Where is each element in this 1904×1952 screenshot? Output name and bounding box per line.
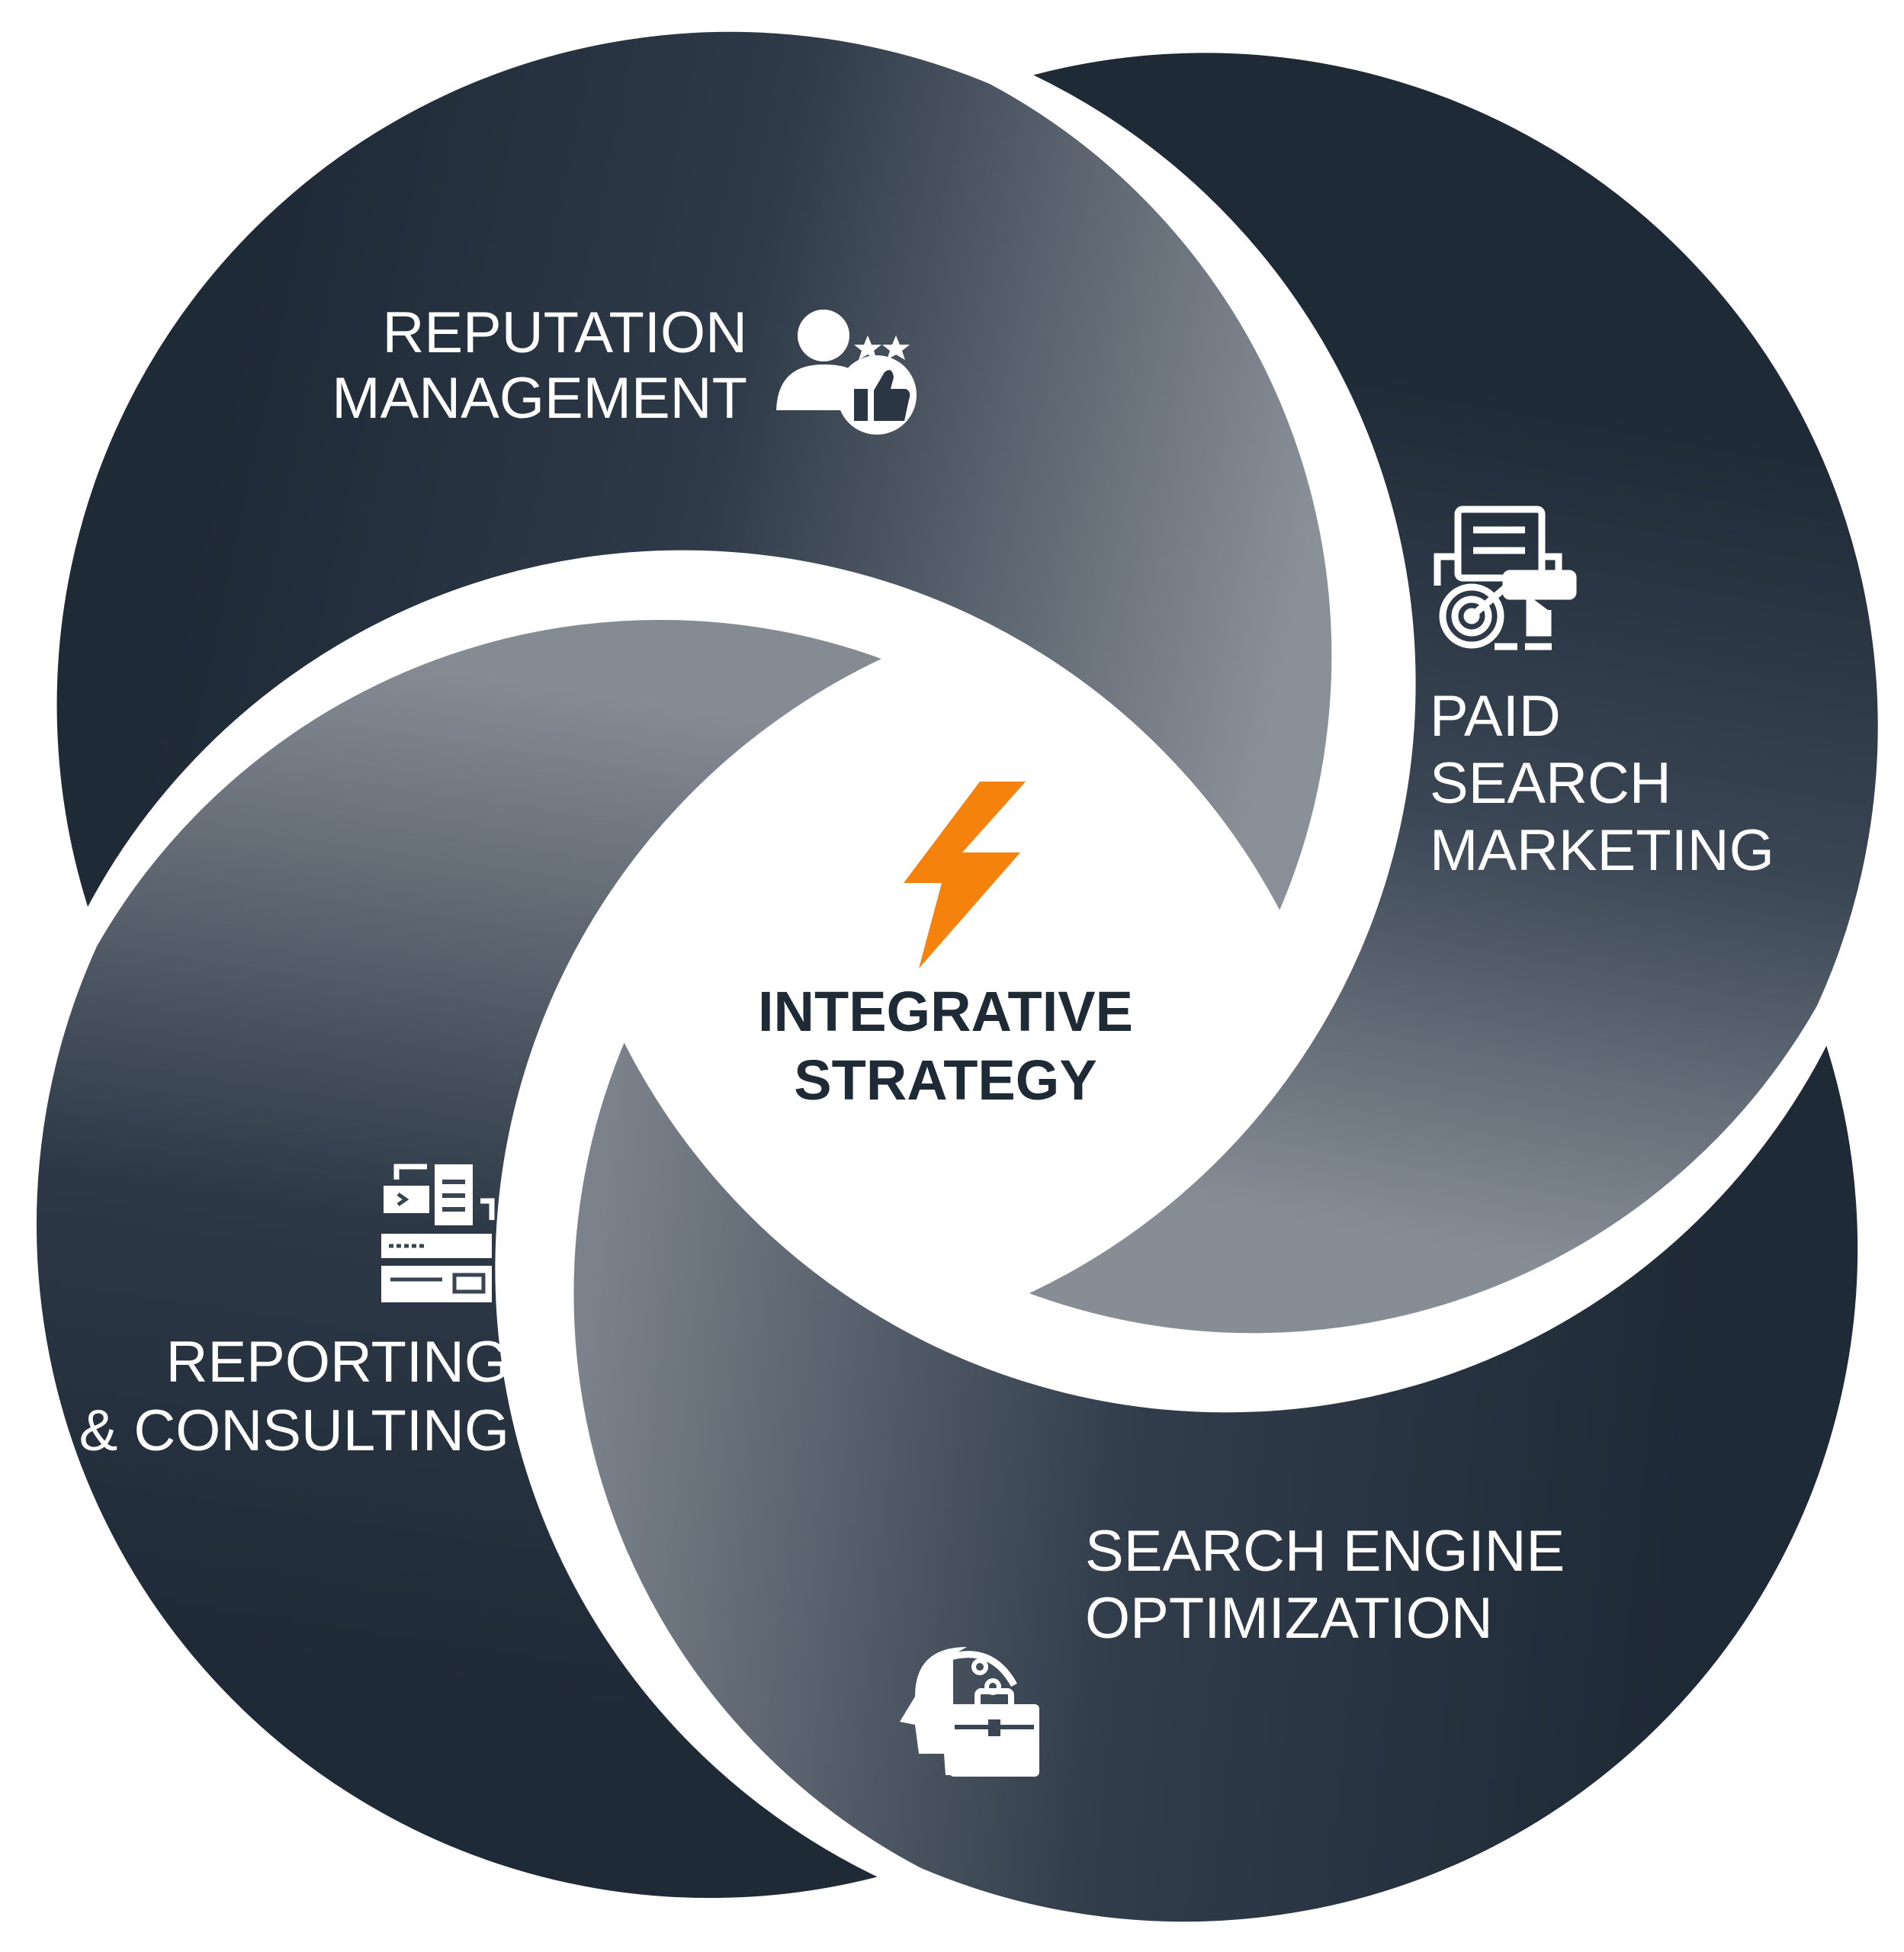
reputation-block: REPUTATION MANAGEMENT <box>332 300 917 435</box>
paid-search-label-line2: SEARCH <box>1430 751 1671 816</box>
segment-reputation <box>31 5 1358 953</box>
seo-block: SEARCH ENGINE OPTIMIZATION <box>900 1519 1565 1777</box>
lightning-bolt-icon <box>904 782 1026 968</box>
center-title-line1: INTEGRATIVE <box>758 980 1133 1043</box>
paid-search-label-line3: MARKETING <box>1430 818 1774 883</box>
target-click-ad-icon <box>1434 506 1577 650</box>
reporting-label-line1: REPORTING <box>166 1330 509 1395</box>
paid-search-label-line1: PAID <box>1430 684 1561 749</box>
reporting-label-line2: & CONSULTING <box>79 1398 509 1463</box>
center-title-line2: STRATEGY <box>794 1048 1096 1112</box>
ai-head-briefcase-icon <box>900 1647 1039 1777</box>
center-hub: INTEGRATIVE STRATEGY <box>758 782 1133 1112</box>
seo-label-line2: OPTIMIZATION <box>1085 1586 1493 1651</box>
reputation-label-line1: REPUTATION <box>382 300 747 365</box>
segment-paid-search <box>983 27 1904 1360</box>
segment-reporting <box>11 593 928 1925</box>
seo-label-line1: SEARCH ENGINE <box>1085 1519 1565 1584</box>
reporting-block: REPORTING & CONSULTING <box>79 1164 509 1463</box>
user-rating-thumbs-up-icon <box>776 310 917 435</box>
reputation-label-line2: MANAGEMENT <box>332 366 747 431</box>
segment-seo <box>547 999 1884 1948</box>
report-dashboard-icon <box>381 1164 495 1302</box>
swirl-segments <box>11 5 1904 1948</box>
paid-search-block: PAID SEARCH MARKETING <box>1430 506 1774 883</box>
